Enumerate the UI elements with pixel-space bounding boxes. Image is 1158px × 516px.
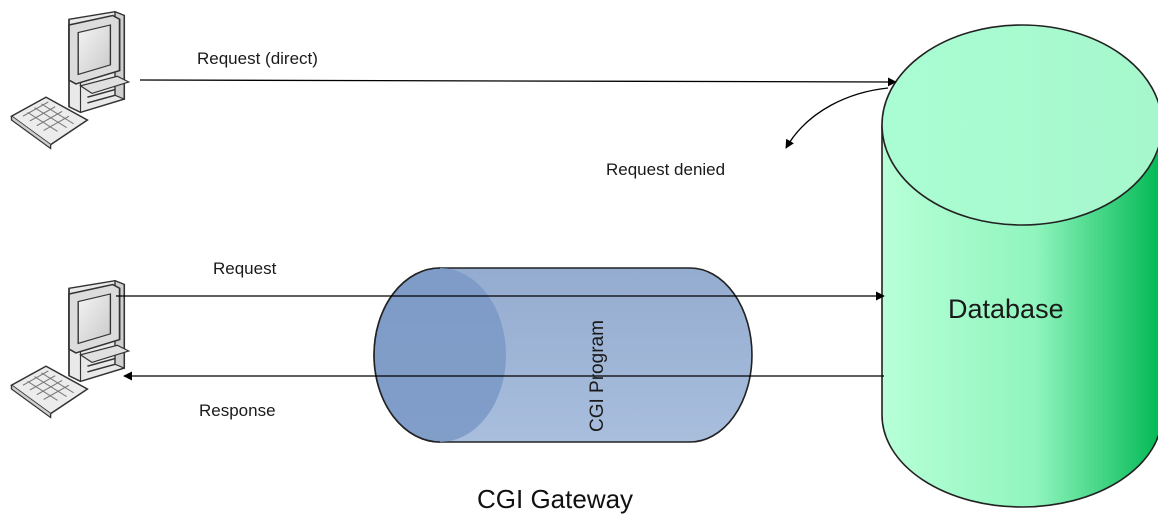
cgi-program-cylinder [373,267,753,443]
database-label: Database [948,294,1064,324]
request-label: Request [213,259,277,278]
database-cylinder [881,24,1158,508]
client-computer-top-icon [10,10,130,150]
cgi-program-label: CGI Program [587,320,608,432]
request-direct-arrow [139,77,897,87]
client-computer-bottom-icon [10,279,130,419]
request-denied-label: Request denied [606,160,725,179]
request-direct-label: Request (direct) [197,49,318,68]
cgi-gateway-label: CGI Gateway [477,484,633,514]
response-label: Response [199,401,276,420]
request-denied-arrow [785,87,889,149]
